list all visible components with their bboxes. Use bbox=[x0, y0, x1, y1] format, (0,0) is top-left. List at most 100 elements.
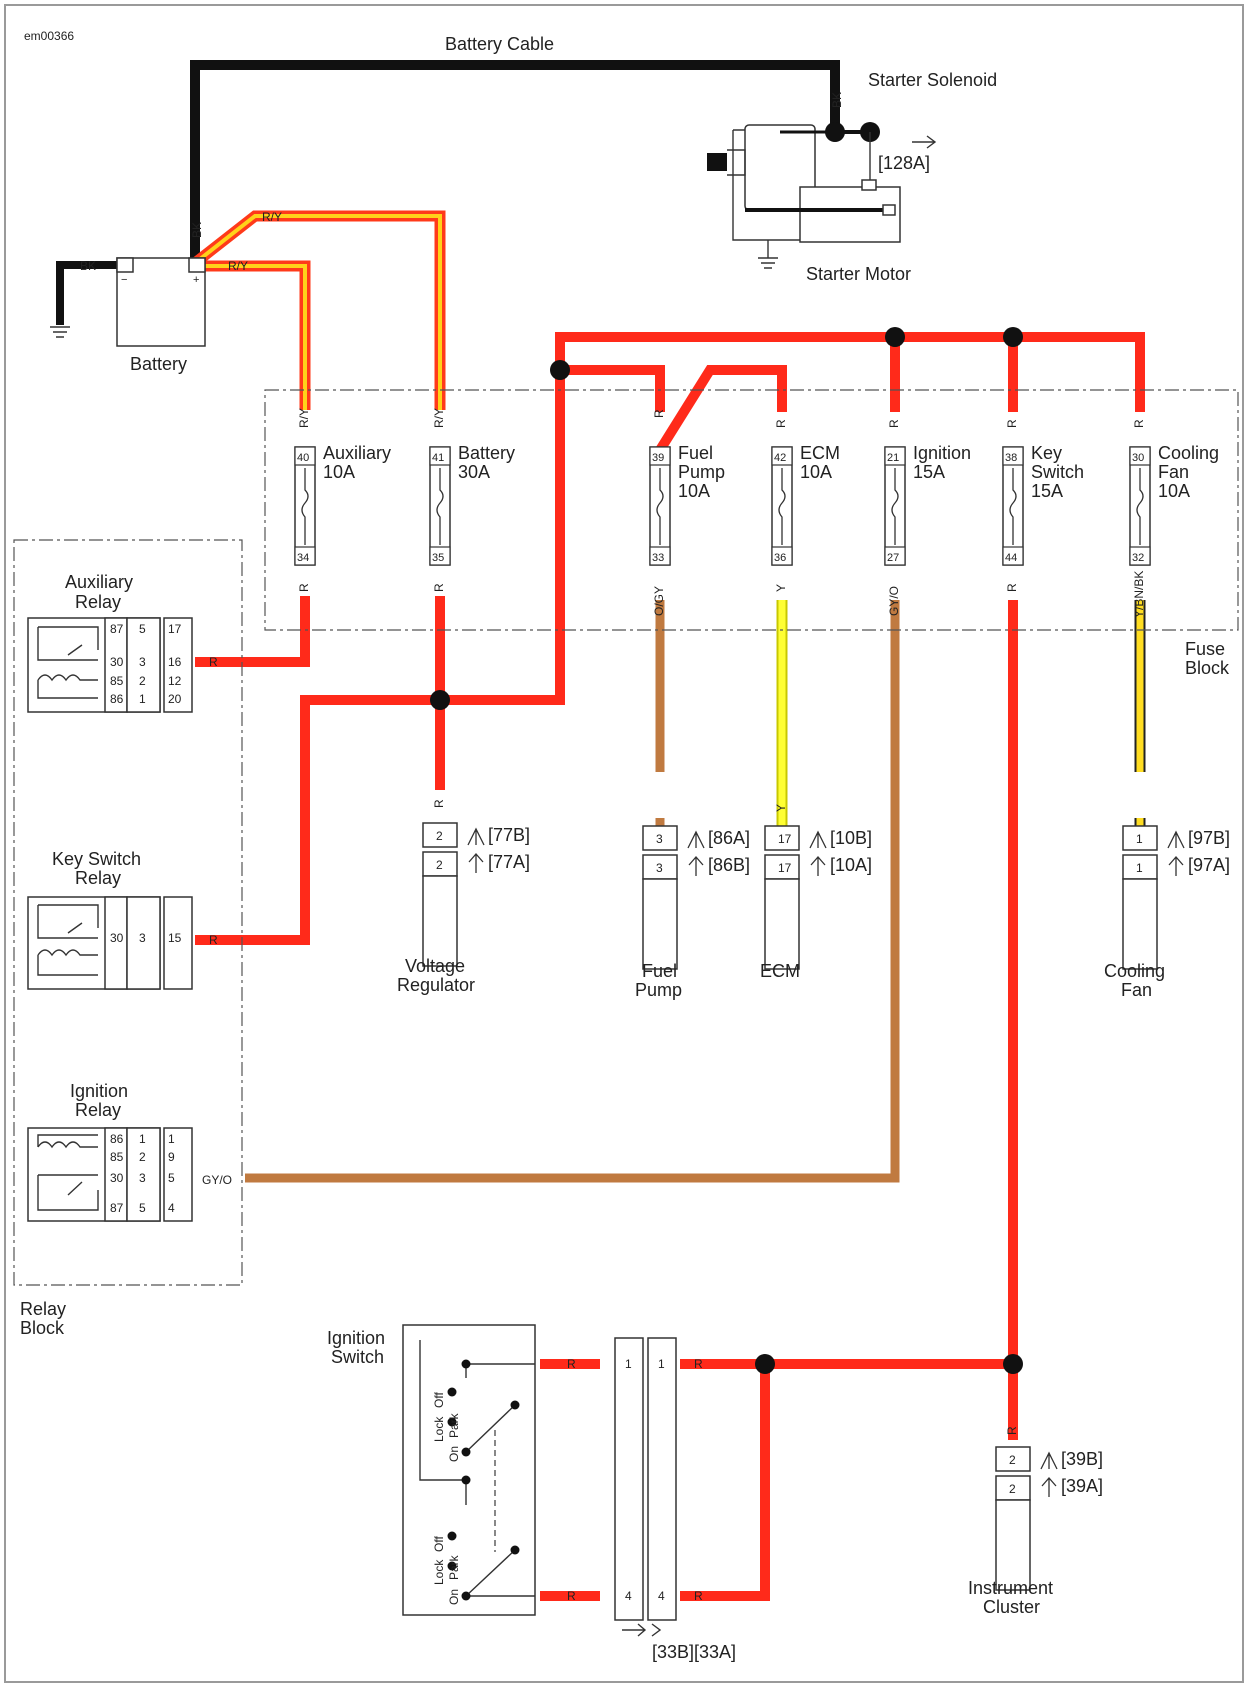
ign-gyo-label: GY/O bbox=[202, 1173, 232, 1187]
connector-pin: 3 bbox=[656, 832, 663, 846]
svg-text:GY/O: GY/O bbox=[887, 586, 901, 616]
fuse-rating: 10A bbox=[800, 462, 832, 482]
connector-pin: 3 bbox=[656, 861, 663, 875]
connector-ref-b: [97B] bbox=[1188, 828, 1230, 848]
svg-text:R: R bbox=[432, 583, 446, 592]
relay-pin-outer: 5 bbox=[168, 1171, 175, 1185]
svg-text:R: R bbox=[1132, 419, 1146, 428]
fuse-in-pin: 41 bbox=[432, 452, 444, 464]
connector-pin: 2 bbox=[436, 858, 443, 872]
relay-pin-outer: 12 bbox=[168, 674, 182, 688]
diagram-id: em00366 bbox=[24, 29, 74, 43]
arrow-right-icon bbox=[912, 135, 937, 149]
ecm-label: ECM bbox=[760, 961, 800, 981]
relay-pin-outer: 4 bbox=[168, 1201, 175, 1215]
relay-pin-inner: 85 bbox=[110, 674, 124, 688]
connector-ref-b: [77B] bbox=[488, 825, 530, 845]
pin-icon bbox=[1041, 1477, 1057, 1497]
starter-motor-label: Starter Motor bbox=[806, 264, 911, 284]
svg-text:Y: Y bbox=[774, 584, 788, 592]
ref-33-label: [33B][33A] bbox=[652, 1642, 736, 1662]
relay-pin-mid: 5 bbox=[139, 1201, 146, 1215]
pin-icon bbox=[810, 856, 826, 876]
fuse-out-pin: 36 bbox=[774, 552, 786, 564]
relay-pin-mid: 2 bbox=[139, 674, 146, 688]
fuel-pump-label-1: Fuel bbox=[642, 961, 677, 981]
fuse-name: Pump bbox=[678, 462, 725, 482]
fuse-name: Auxiliary bbox=[323, 443, 391, 463]
relay-pin-inner: 85 bbox=[110, 1150, 124, 1164]
diagram-frame bbox=[4, 4, 1244, 1683]
fuse-rating: 30A bbox=[458, 462, 490, 482]
svg-text:O/GY: O/GY bbox=[652, 586, 666, 616]
aux-r-label: R bbox=[209, 655, 218, 669]
instrument-cluster-label-1: Instrument bbox=[968, 1578, 1053, 1598]
sw-pin-1b: 1 bbox=[625, 1357, 632, 1371]
fuse-rating: 10A bbox=[1158, 481, 1190, 501]
svg-text:On: On bbox=[447, 1446, 461, 1462]
ry-wire-battery-fuse bbox=[191, 210, 446, 410]
fuse-in-pin: 40 bbox=[297, 452, 309, 464]
battery: − + bbox=[116, 257, 206, 347]
svg-text:−: − bbox=[121, 274, 127, 286]
fuse-name: Fan bbox=[1158, 462, 1189, 482]
fuse-in-pin: 38 bbox=[1005, 452, 1017, 464]
connector-pin: 2 bbox=[1009, 1453, 1016, 1467]
ry-label-1: R/Y bbox=[262, 210, 282, 224]
relay-pin-inner: 30 bbox=[110, 655, 124, 669]
sw-r-label-1: R bbox=[567, 1357, 576, 1371]
battery-cable-label: Battery Cable bbox=[445, 34, 554, 54]
starter-motor bbox=[745, 132, 901, 269]
connector-ref-a: [10A] bbox=[830, 855, 872, 875]
svg-text:Y: Y bbox=[774, 804, 788, 812]
cooling-fan-label-2: Fan bbox=[1121, 980, 1152, 1000]
svg-text:Lock: Lock bbox=[432, 1416, 446, 1442]
fuse-out-pin: 27 bbox=[887, 552, 899, 564]
socket-icon bbox=[687, 830, 705, 849]
fuse-block-label-2: Block bbox=[1185, 658, 1230, 678]
relay-pin-outer: 20 bbox=[168, 692, 182, 706]
svg-text:Lock: Lock bbox=[432, 1559, 446, 1585]
connector-ref-a: [86B] bbox=[708, 855, 750, 875]
connector-ref-b: [86A] bbox=[708, 828, 750, 848]
connector-pin: 2 bbox=[436, 829, 443, 843]
fuse-out-pin: 34 bbox=[297, 552, 309, 564]
pin-icon bbox=[1168, 856, 1184, 876]
relay-block-label-1: Relay bbox=[20, 1299, 66, 1319]
relay-pin-outer: 15 bbox=[168, 931, 182, 945]
fuse-rating: 10A bbox=[678, 481, 710, 501]
svg-text:Off: Off bbox=[432, 1536, 446, 1552]
relay-pin-outer: 9 bbox=[168, 1150, 175, 1164]
svg-text:R: R bbox=[652, 409, 666, 418]
fuse-name: Cooling bbox=[1158, 443, 1219, 463]
fuse-name: Key bbox=[1031, 443, 1062, 463]
svg-text:+: + bbox=[193, 274, 199, 286]
relay-pin-mid: 3 bbox=[139, 655, 146, 669]
connector-pin: 2 bbox=[1009, 1482, 1016, 1496]
svg-text:On: On bbox=[447, 1589, 461, 1605]
relay-pin-mid: 5 bbox=[139, 622, 146, 636]
voltage-regulator-label-2: Regulator bbox=[397, 975, 475, 995]
relay-pin-mid: 2 bbox=[139, 1150, 146, 1164]
battery-label: Battery bbox=[130, 354, 187, 374]
sw-r-label-2: R bbox=[694, 1357, 703, 1371]
svg-text:Relay: Relay bbox=[75, 1100, 121, 1120]
battery-ground-wire bbox=[56, 261, 117, 325]
fuse-in-pin: 21 bbox=[887, 452, 899, 464]
key-r-label: R bbox=[209, 933, 218, 947]
svg-text:Off: Off bbox=[432, 1392, 446, 1408]
svg-text:R: R bbox=[297, 583, 311, 592]
svg-text:Park: Park bbox=[447, 1554, 461, 1580]
connector-ref-b: [39B] bbox=[1061, 1449, 1103, 1469]
relay-pin-outer: 1 bbox=[168, 1132, 175, 1146]
relay-pin-inner: 86 bbox=[110, 1132, 124, 1146]
relay-pin-outer: 17 bbox=[168, 622, 182, 636]
svg-text:R/Y: R/Y bbox=[432, 408, 446, 428]
